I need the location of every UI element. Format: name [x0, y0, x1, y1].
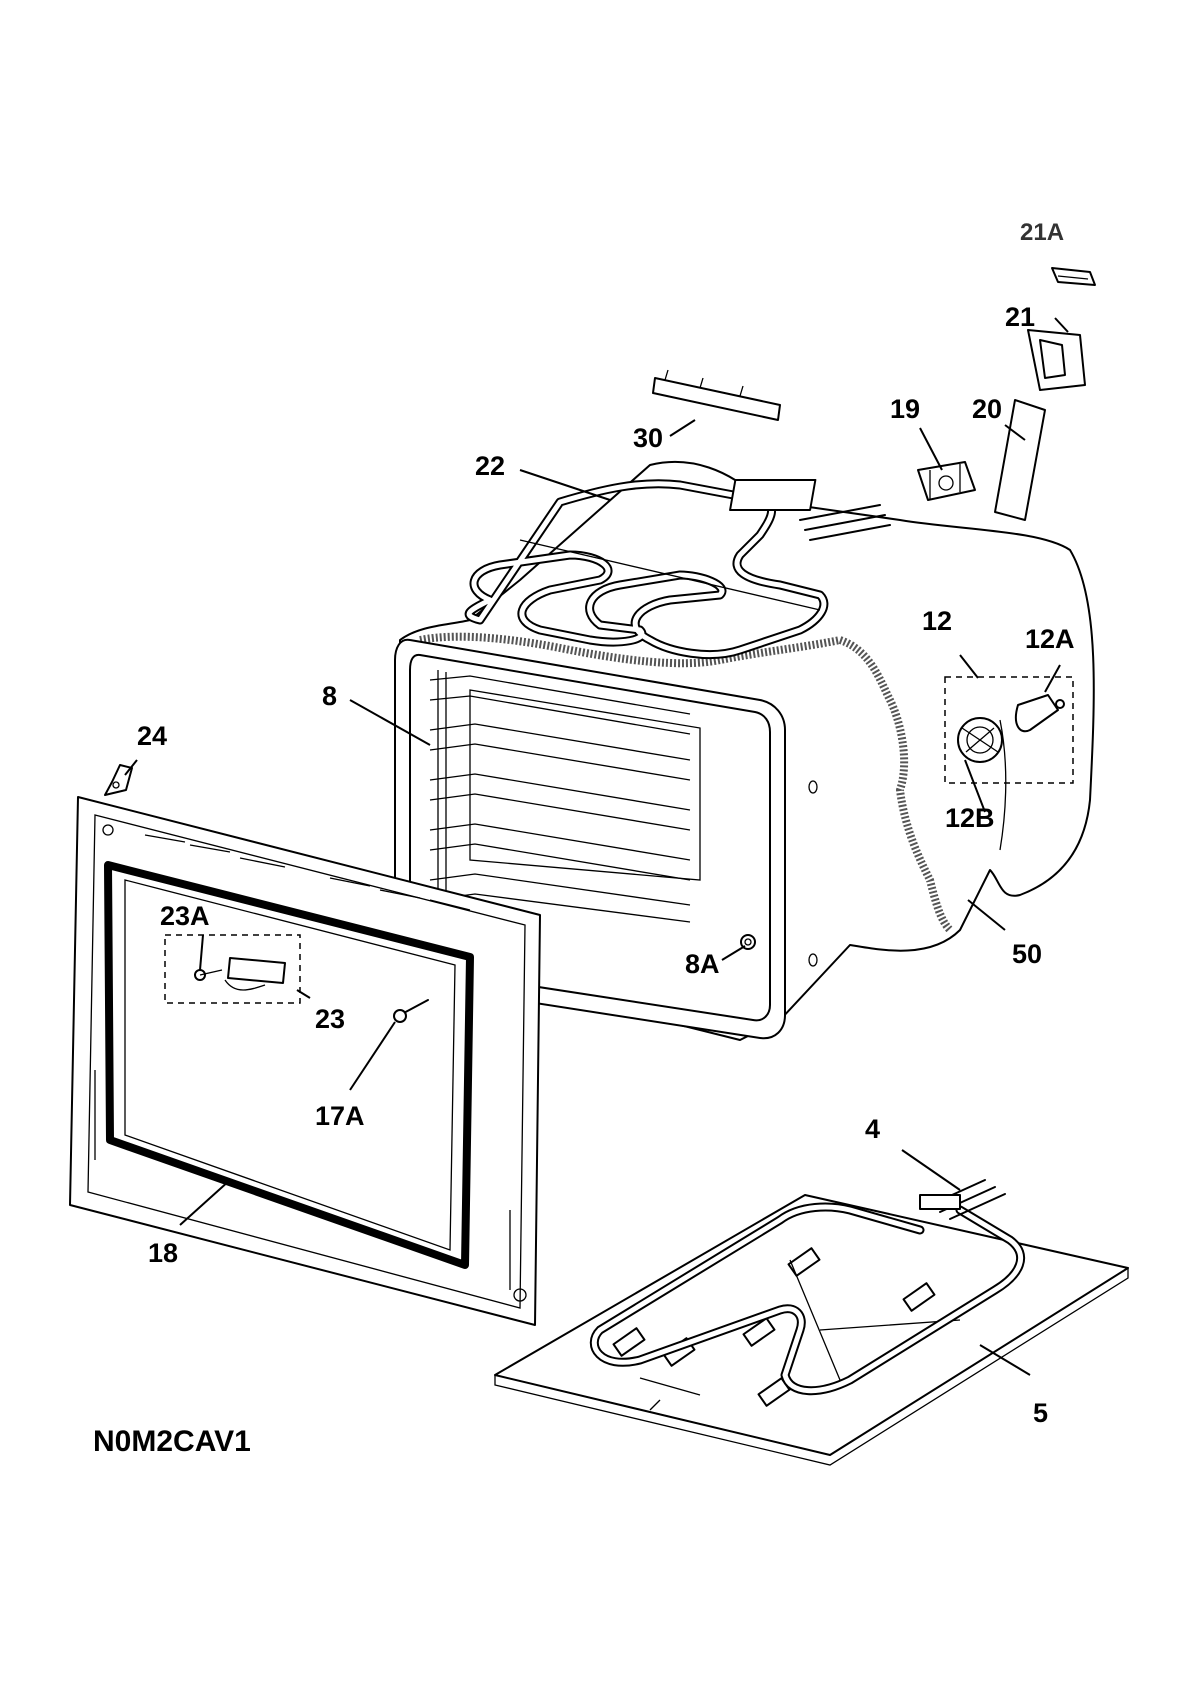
label-50: 50: [1012, 939, 1042, 969]
switch-21: [1027, 329, 1086, 391]
lamp-group-12: [944, 676, 1074, 784]
terminal-block-19: [917, 461, 976, 501]
label-19: 19: [890, 394, 920, 424]
label-24: 24: [137, 721, 167, 751]
label-18: 18: [148, 1238, 178, 1268]
label-21: 21: [1005, 302, 1035, 332]
hinge-group-23: [164, 934, 301, 1004]
label-21A: 21A: [1020, 219, 1064, 246]
tube-20: [994, 399, 1046, 521]
label-17A: 17A: [315, 1101, 365, 1131]
bottom-element-4: [589, 1179, 1026, 1396]
label-23: 23: [315, 1004, 345, 1034]
label-8: 8: [322, 681, 337, 711]
label-23A: 23A: [160, 901, 210, 931]
door-bracket-24: [104, 764, 133, 796]
part-labels: 21A 21 19 20 30 22 12 12A 8 24 12B 23A 5…: [137, 219, 1075, 1428]
leader-lines: [124, 317, 1069, 1376]
drawing-code: N0M2CAV1: [93, 1425, 251, 1458]
label-5: 5: [1033, 1398, 1048, 1428]
shelf-runners: [429, 670, 691, 923]
cap-21A: [1051, 267, 1096, 286]
screw-17A: [393, 999, 429, 1023]
oven-door-18: [69, 796, 541, 1326]
label-12A: 12A: [1025, 624, 1075, 654]
label-12B: 12B: [945, 803, 995, 833]
grill-element-22: [464, 479, 891, 660]
base-plate-5: [494, 1194, 1129, 1466]
label-4: 4: [865, 1114, 880, 1144]
label-22: 22: [475, 451, 505, 481]
bracket-30: [652, 369, 781, 421]
label-12: 12: [922, 606, 952, 636]
label-30: 30: [633, 423, 663, 453]
label-8A: 8A: [685, 949, 720, 979]
label-20: 20: [972, 394, 1002, 424]
